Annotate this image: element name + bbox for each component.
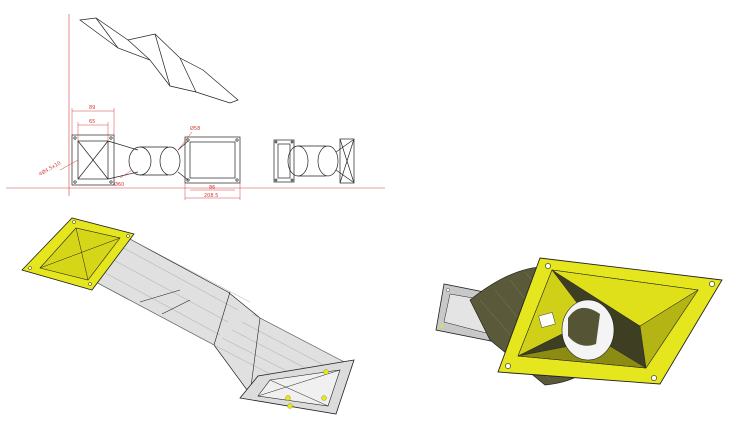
dim-width-outer: 89	[89, 105, 95, 111]
dim-diameter-left: Ø60	[114, 181, 124, 188]
dim-width-inner: 65	[89, 119, 95, 125]
top-view-outline	[79, 17, 239, 104]
dim-diameter-top: Ø58	[190, 125, 200, 132]
left-isometric-duct	[21, 217, 355, 415]
right-isometric-duct	[435, 257, 723, 386]
front-view	[71, 134, 241, 186]
dim-length-total: 208.5	[204, 193, 218, 199]
front-view-dimensions	[6, 108, 385, 200]
dim-depth-bottom: 86	[209, 185, 215, 191]
dim-hole-note: 4Ø4.5x10	[38, 159, 63, 177]
side-view	[273, 138, 355, 184]
